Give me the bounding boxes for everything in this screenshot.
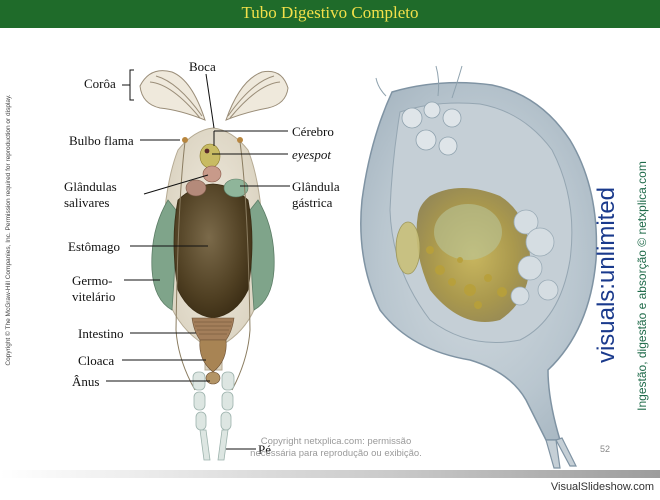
watermark-line1: Copyright netxplica.com: permissão — [236, 436, 436, 448]
label-intestino: Intestino — [78, 326, 124, 341]
visuals-unlimited-logo: visuals:unlimited — [593, 175, 623, 375]
stomach — [174, 184, 252, 318]
figure-canvas — [0, 0, 660, 470]
label-estomago: Estômago — [68, 239, 120, 254]
caption-vertical: Ingestão, digestão e absorção © netxplic… — [635, 141, 651, 431]
rotifer-diagram — [140, 71, 288, 460]
corona — [140, 71, 288, 120]
page-number: 52 — [600, 444, 610, 454]
label-cerebro: Cérebro — [292, 124, 334, 139]
label-glandulas-salivares-line2: salivares — [64, 195, 109, 210]
rotifer-micrograph — [361, 66, 597, 468]
footer-site-link[interactable]: VisualSlideshow.com — [551, 481, 654, 493]
brand-colon: : — [593, 283, 620, 290]
watermark-line2: necessária para reprodução ou exibição. — [236, 448, 436, 460]
label-germovitelario-line1: Germo- — [72, 273, 112, 288]
label-glandulas-salivares-line1: Glândulas — [64, 179, 117, 194]
intestine — [192, 318, 234, 340]
brand-unlimited: unlimited — [593, 187, 620, 283]
label-glandula-gastrica-line2: gástrica — [292, 195, 332, 210]
label-anus: Ânus — [72, 374, 99, 389]
label-glandula-gastrica-line1: Glândula — [292, 179, 340, 194]
footer: VisualSlideshow.com — [0, 470, 660, 500]
label-coroa: Corôa — [84, 76, 116, 91]
label-eyespot: eyespot — [292, 147, 331, 162]
foot — [193, 372, 234, 460]
brand-visuals: visuals — [593, 290, 620, 363]
label-cloaca: Cloaca — [78, 353, 114, 368]
label-germovitelario-line2: vitelário — [72, 289, 115, 304]
label-boca: Boca — [189, 59, 216, 74]
label-bulbo-flama: Bulbo flama — [69, 133, 134, 148]
footer-gradient-line — [0, 470, 660, 478]
copyright-watermark: Copyright netxplica.com: permissão neces… — [236, 436, 436, 460]
